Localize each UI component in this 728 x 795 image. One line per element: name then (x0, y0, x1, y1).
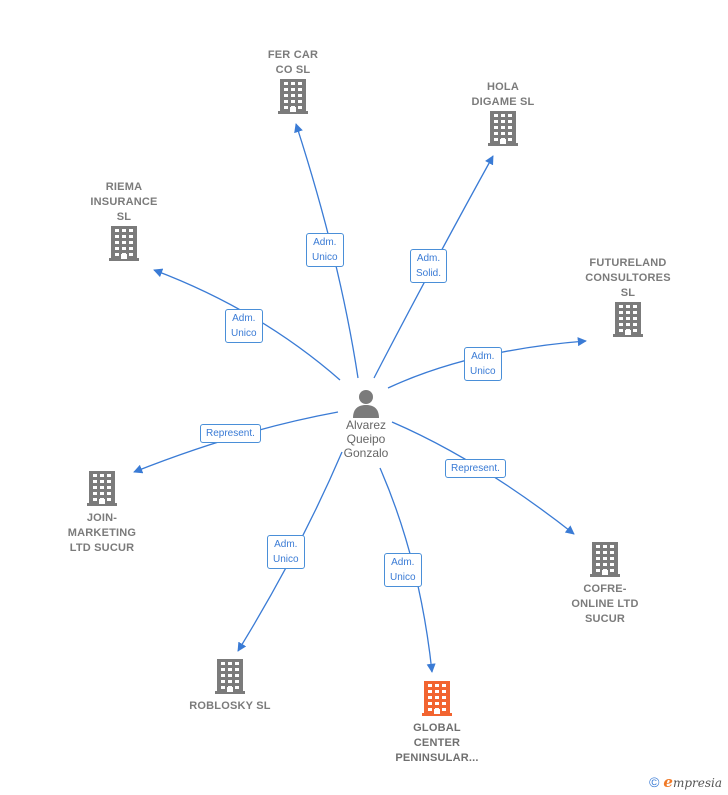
edge-label-global-center[interactable]: Adm. Unico (384, 553, 422, 587)
company-node-hola-digame[interactable]: HOLA DIGAME SL (460, 80, 546, 151)
person-node-center[interactable]: Alvarez Queipo Gonzalo (330, 388, 402, 460)
building-icon (590, 541, 620, 582)
building-icon (215, 658, 245, 699)
edge-label-roblosky[interactable]: Adm. Unico (267, 535, 305, 569)
company-node-riema[interactable]: RIEMA INSURANCE SL (84, 180, 164, 266)
edge-label-cofre-online[interactable]: Represent. (445, 459, 506, 478)
edge-label-fer-car[interactable]: Adm. Unico (306, 233, 344, 267)
person-icon (353, 390, 379, 418)
company-label: GLOBAL CENTER PENINSULAR... (395, 722, 479, 764)
company-label: COFRE- ONLINE LTD SUCUR (571, 583, 639, 625)
person-name: Alvarez Queipo Gonzalo (343, 418, 389, 460)
edge-label-futureland[interactable]: Adm. Unico (464, 347, 502, 381)
building-icon (422, 680, 452, 721)
company-node-futureland[interactable]: FUTURELAND CONSULTORES SL (578, 256, 678, 342)
company-node-join-marketing[interactable]: JOIN- MARKETING LTD SUCUR (58, 470, 146, 556)
company-label: ROBLOSKY SL (189, 700, 271, 712)
building-icon (109, 225, 139, 266)
company-label: JOIN- MARKETING LTD SUCUR (67, 512, 137, 554)
building-icon (613, 301, 643, 342)
brand-logo: empresia (663, 773, 722, 791)
company-node-fer-car[interactable]: FER CAR CO SL (253, 48, 333, 119)
company-node-global-center[interactable]: GLOBAL CENTER PENINSULAR... (382, 680, 492, 766)
edge-label-hola-digame[interactable]: Adm. Solid. (410, 249, 448, 283)
company-label: FUTURELAND CONSULTORES SL (585, 257, 671, 299)
edge-label-join-marketing[interactable]: Represent. (200, 424, 261, 443)
company-label: HOLA DIGAME SL (471, 81, 535, 108)
company-node-cofre-online[interactable]: COFRE- ONLINE LTD SUCUR (562, 541, 648, 627)
copyright-icon: © (649, 774, 660, 790)
building-icon (278, 78, 308, 119)
company-label: FER CAR CO SL (267, 49, 319, 76)
company-label: RIEMA INSURANCE SL (90, 181, 158, 223)
building-icon (488, 110, 518, 151)
footer-brand: © empresia (649, 773, 722, 791)
building-icon (87, 470, 117, 511)
edge-cofre-online (391, 421, 575, 535)
edge-label-riema[interactable]: Adm. Unico (225, 309, 263, 343)
company-node-roblosky[interactable]: ROBLOSKY SL (182, 658, 278, 714)
